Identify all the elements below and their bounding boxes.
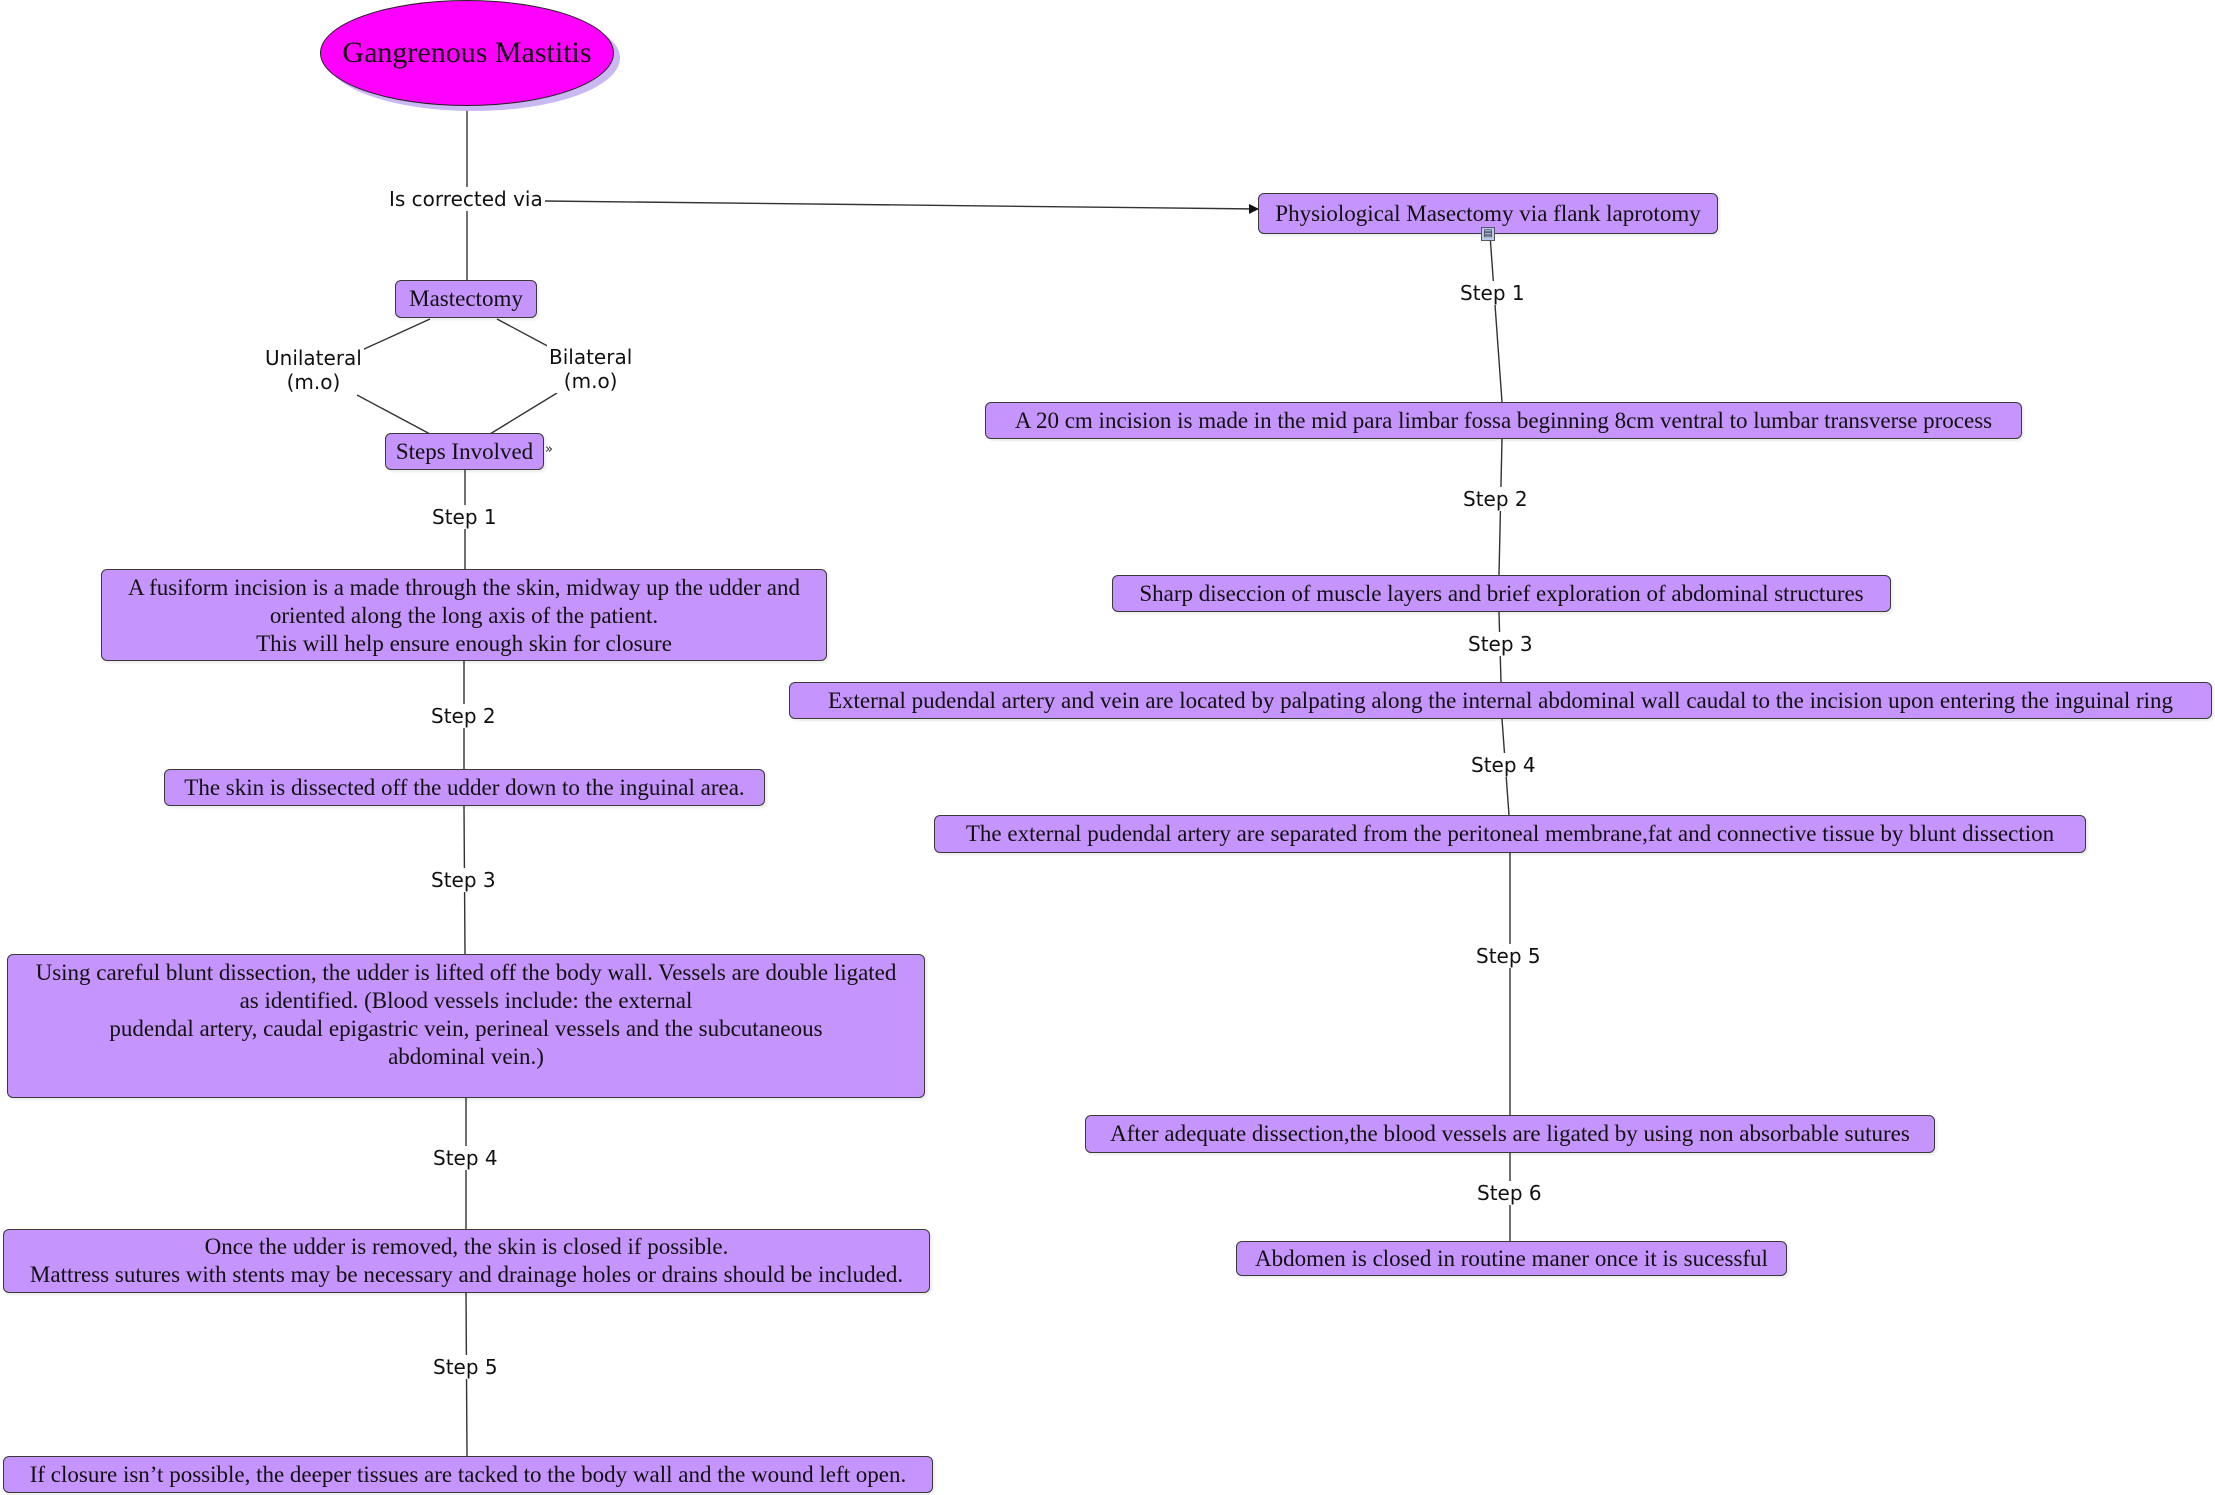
left-step-label-3: Step 3 bbox=[429, 868, 498, 892]
link-arrow-physiological bbox=[544, 200, 1259, 214]
left-step-label-4: Step 4 bbox=[431, 1146, 500, 1170]
root-node-gangrenous-mastitis[interactable]: Gangrenous Mastitis bbox=[320, 0, 614, 106]
right-step-label-3: Step 3 bbox=[1466, 632, 1535, 656]
right-step-label-2: Step 2 bbox=[1461, 487, 1530, 511]
link-right-step1 bbox=[1489, 234, 1503, 403]
left-step-2-node[interactable]: The skin is dissected off the udder down… bbox=[164, 769, 765, 806]
expand-icon[interactable]: » bbox=[545, 442, 553, 457]
node-steps-involved[interactable]: Steps Involved bbox=[385, 433, 544, 470]
resource-icon[interactable]: ▤ bbox=[1481, 227, 1495, 241]
link-mastectomy-unilateral bbox=[361, 318, 431, 351]
right-step-2-node[interactable]: Sharp diseccion of muscle layers and bri… bbox=[1112, 575, 1891, 612]
left-step-label-2: Step 2 bbox=[429, 704, 498, 728]
right-step-3-node[interactable]: External pudendal artery and vein are lo… bbox=[789, 682, 2212, 719]
right-step-4-node[interactable]: The external pudendal artery are separat… bbox=[934, 815, 2086, 853]
right-step-5-node[interactable]: After adequate dissection,the blood vess… bbox=[1085, 1115, 1935, 1153]
link-label-bilateral: Bilateral (m.o) bbox=[547, 345, 635, 393]
link-label-unilateral: Unilateral (m.o) bbox=[263, 346, 364, 394]
link-mastectomy-bilateral bbox=[496, 318, 556, 351]
right-step-1-node[interactable]: A 20 cm incision is made in the mid para… bbox=[985, 402, 2022, 439]
left-step-label-1: Step 1 bbox=[430, 505, 499, 529]
right-step-label-4: Step 4 bbox=[1469, 753, 1538, 777]
left-step-label-5: Step 5 bbox=[431, 1355, 500, 1379]
left-step-5-node[interactable]: If closure isn’t possible, the deeper ti… bbox=[3, 1456, 933, 1493]
right-step-6-node[interactable]: Abdomen is closed in routine maner once … bbox=[1236, 1241, 1787, 1276]
right-step-label-1: Step 1 bbox=[1458, 281, 1527, 305]
link-unilateral-steps bbox=[356, 394, 431, 435]
link-bilateral-steps bbox=[489, 392, 558, 435]
right-step-label-5: Step 5 bbox=[1474, 944, 1543, 968]
node-mastectomy[interactable]: Mastectomy bbox=[395, 280, 537, 318]
left-step-3-node[interactable]: Using careful blunt dissection, the udde… bbox=[7, 954, 925, 1098]
left-step-4-node[interactable]: Once the udder is removed, the skin is c… bbox=[3, 1229, 930, 1293]
right-step-label-6: Step 6 bbox=[1475, 1181, 1544, 1205]
link-label-is-corrected-via: Is corrected via bbox=[387, 187, 545, 211]
left-step-1-node[interactable]: A fusiform incision is a made through th… bbox=[101, 569, 827, 661]
